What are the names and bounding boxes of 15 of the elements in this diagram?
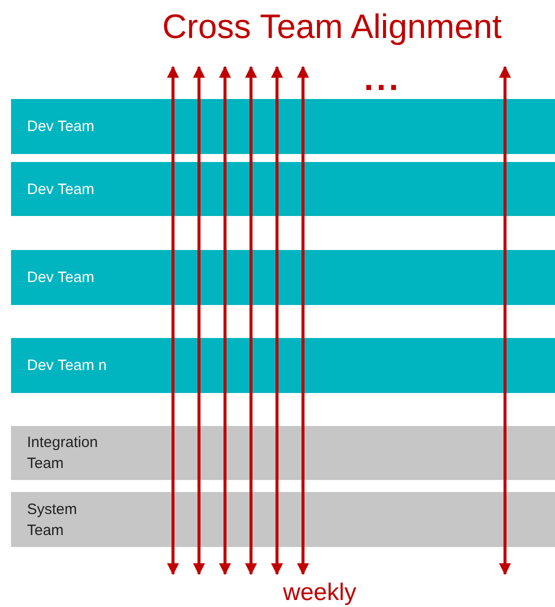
team-name: System Team <box>27 500 78 540</box>
team-band <box>11 492 555 547</box>
ellipsis: ... <box>364 62 402 96</box>
team-band <box>11 162 555 216</box>
team-name: Dev Team <box>27 268 94 288</box>
team-band <box>11 338 555 393</box>
team-band <box>11 99 555 154</box>
team-band <box>11 250 555 305</box>
team-name: Integration Team <box>27 433 99 474</box>
team-name: Dev Team <box>27 180 94 200</box>
cadence-label: weekly <box>283 581 356 605</box>
team-name: Dev Team <box>27 117 94 137</box>
title: Cross Team Alignment <box>161 8 503 47</box>
team-band <box>11 426 555 480</box>
team-name: Dev Team n <box>27 356 107 376</box>
